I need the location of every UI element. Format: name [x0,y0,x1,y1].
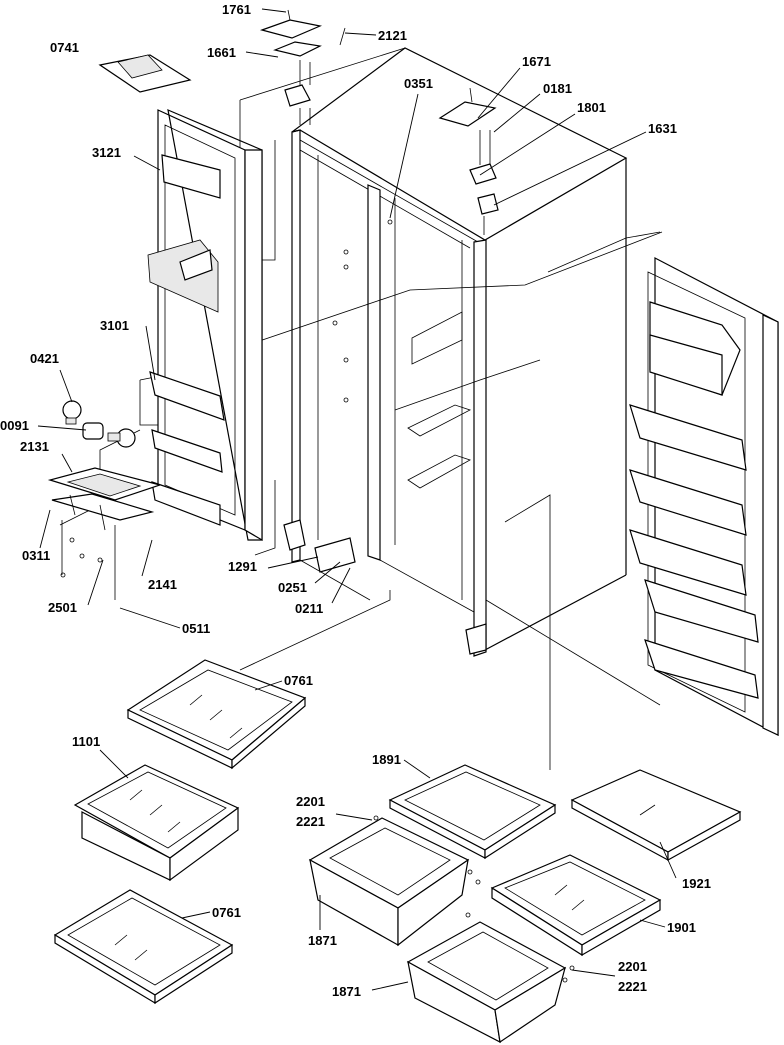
shelf-1891 [388,764,557,860]
part-label-1891: 1891 [372,752,401,767]
part-label-1631: 1631 [648,121,677,136]
part-label-0741: 0741 [50,40,79,55]
cabinet [283,47,628,657]
cover-0741 [98,54,192,93]
top-right-hinge-assembly [438,87,499,235]
part-label-1761: 1761 [222,2,251,17]
part-label-0421: 0421 [30,351,59,366]
part-label-1801: 1801 [577,100,606,115]
part-label-0251: 0251 [278,580,307,595]
freezer-door [147,109,263,542]
part-label-0511: 0511 [182,621,210,636]
part-label-0351: 0351 [404,76,433,91]
drawer-guide-screws [373,815,575,983]
part-label-1661: 1661 [207,45,236,60]
fresh-food-door [629,257,779,736]
part-label-1921: 1921 [682,876,711,891]
top-left-hinge-assembly [259,9,346,125]
part-label-1871-lower: 1871 [332,984,361,999]
part-label-2201-upper: 2201 [296,794,325,809]
part-label-0311: 0311 [22,548,50,563]
part-label-0091: 0091 [0,418,29,433]
part-label-0181: 0181 [543,81,572,96]
light-assembly [47,400,163,600]
part-label-2221-upper: 2221 [296,814,325,829]
part-label-0211: 0211 [295,601,323,616]
part-label-1101: 1101 [72,734,100,749]
part-label-2131: 2131 [20,439,49,454]
part-label-0761-bottom: 0761 [212,905,241,920]
part-label-3101: 3101 [100,318,129,333]
part-label-0761-top: 0761 [284,673,313,688]
part-label-2121: 2121 [378,28,407,43]
explode-guide-lines [59,47,663,770]
part-label-1871-upper: 1871 [308,933,337,948]
crisper-drawer-1871-lower [406,921,567,1044]
leader-lines [37,8,677,991]
freezer-shelf-0761-bottom [53,889,234,1005]
part-label-1901: 1901 [667,920,696,935]
part-label-2141: 2141 [148,577,177,592]
freezer-shelf-0761-top [126,659,307,770]
part-label-3121: 3121 [92,145,121,160]
part-label-2501: 2501 [48,600,77,615]
part-number-labels: 1761 2121 0741 1661 0351 1671 0181 1801 … [0,2,711,999]
crisper-cover-1901 [490,854,662,957]
part-label-1671: 1671 [522,54,551,69]
freezer-shelf-1101 [73,764,240,882]
part-label-2221-lower: 2221 [618,979,647,994]
crisper-drawer-1871-upper [308,817,470,947]
part-label-2201-lower: 2201 [618,959,647,974]
part-label-1291: 1291 [228,559,257,574]
shelf-1921 [570,769,742,862]
